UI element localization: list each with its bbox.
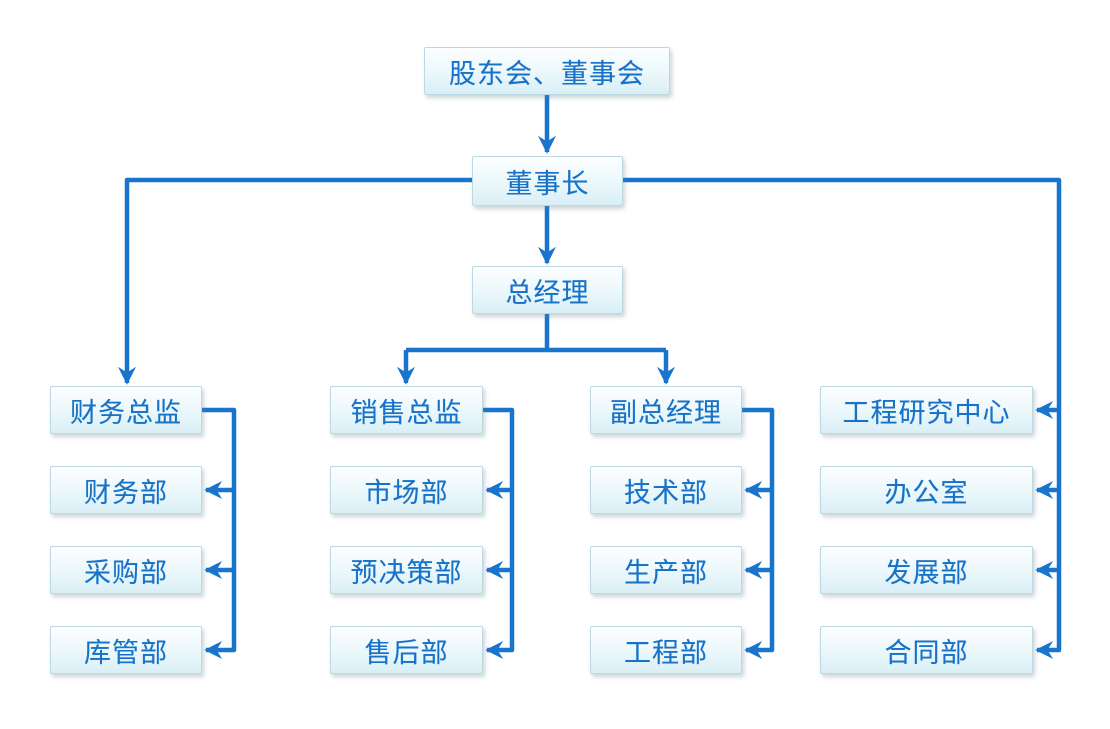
node-office: 办公室 bbox=[820, 466, 1033, 514]
node-finance-director: 财务总监 bbox=[50, 386, 202, 434]
node-purchasing-dept: 采购部 bbox=[50, 546, 202, 594]
node-general-manager: 总经理 bbox=[472, 266, 623, 314]
node-sales-director: 销售总监 bbox=[330, 386, 483, 434]
node-engineering-research-center: 工程研究中心 bbox=[820, 386, 1033, 434]
node-after-sales-dept: 售后部 bbox=[330, 626, 483, 674]
node-development-dept: 发展部 bbox=[820, 546, 1033, 594]
node-marketing-dept: 市场部 bbox=[330, 466, 483, 514]
node-shareholders-board: 股东会、董事会 bbox=[424, 47, 670, 95]
node-technology-dept: 技术部 bbox=[590, 466, 742, 514]
node-warehouse-dept: 库管部 bbox=[50, 626, 202, 674]
node-finance-dept: 财务部 bbox=[50, 466, 202, 514]
node-deputy-general-manager: 副总经理 bbox=[590, 386, 742, 434]
node-budget-decision-dept: 预决策部 bbox=[330, 546, 483, 594]
node-engineering-dept: 工程部 bbox=[590, 626, 742, 674]
node-production-dept: 生产部 bbox=[590, 546, 742, 594]
node-contract-dept: 合同部 bbox=[820, 626, 1033, 674]
node-chairman: 董事长 bbox=[472, 156, 623, 206]
